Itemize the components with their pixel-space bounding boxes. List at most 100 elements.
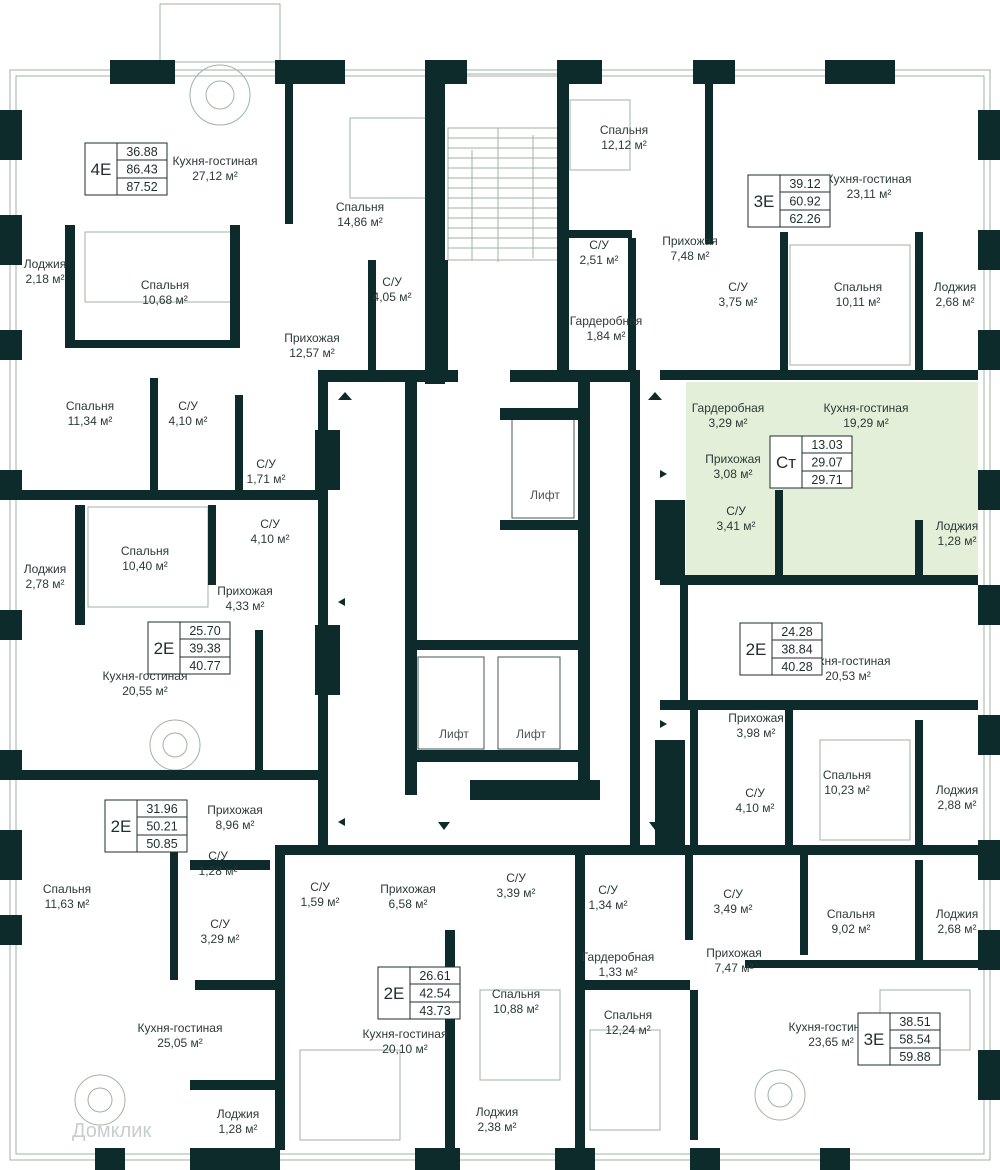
- apartment-area-value: 40.77: [189, 659, 220, 673]
- room-label: С/У1,71 м²: [247, 457, 286, 486]
- apartment-area-value: 40.28: [781, 660, 812, 674]
- room-label: С/У3,75 м²: [719, 280, 758, 309]
- room-name: Кухня-гостиная: [806, 654, 891, 668]
- room-name: С/У: [178, 399, 198, 413]
- room-area: 3,49 м²: [714, 902, 753, 916]
- room-area: 1,59 м²: [301, 895, 340, 909]
- room-name: Прихожая: [380, 882, 436, 896]
- room-name: Гардеробная: [582, 950, 655, 964]
- room-area: 2,68 м²: [936, 295, 975, 309]
- room-name: С/У: [260, 517, 280, 531]
- direction-arrows: [338, 392, 667, 830]
- room-area: 4,05 м²: [373, 290, 412, 304]
- apartment-area-value: 24.28: [781, 625, 812, 639]
- room-area: 7,48 м²: [671, 249, 710, 263]
- apartment-area-value: 50.21: [146, 820, 177, 834]
- room-area: 10,88 м²: [493, 1002, 539, 1016]
- room-name: Спальня: [66, 399, 114, 413]
- room-label: С/У1,28 м²: [199, 849, 238, 878]
- lift-labels: Лифт Лифт Лифт: [439, 488, 560, 741]
- room-area: 20,55 м²: [122, 684, 168, 698]
- apartment-type: 4E: [91, 160, 112, 179]
- room-label: С/У3,41 м²: [717, 504, 756, 533]
- room-area: 10,11 м²: [836, 295, 881, 309]
- room-name: Спальня: [827, 907, 875, 921]
- room-name: Спальня: [604, 1008, 652, 1022]
- room-name: Спальня: [141, 278, 189, 292]
- room-name: Прихожая: [217, 584, 273, 598]
- apartment-area-value: 87.52: [126, 180, 157, 194]
- apartment-area-value: 50.85: [146, 837, 177, 851]
- room-name: Кухня-гостиная: [827, 172, 912, 186]
- room-area: 9,02 м²: [832, 922, 871, 936]
- room-name: Прихожая: [207, 803, 263, 817]
- room-label: С/У2,51 м²: [580, 238, 619, 267]
- apartment-type: 2E: [154, 639, 175, 658]
- room-area: 3,29 м²: [709, 416, 748, 430]
- room-name: Лоджия: [936, 783, 979, 797]
- room-area: 1,28 м²: [199, 864, 238, 878]
- room-area: 3,98 м²: [737, 726, 776, 740]
- room-name: Кухня-гостиная: [789, 1020, 874, 1034]
- room-area: 12,57 м²: [289, 346, 335, 360]
- room-label: С/У4,10 м²: [251, 517, 290, 546]
- apartment-type: 3E: [754, 192, 775, 211]
- watermark: Домклик: [72, 1120, 151, 1142]
- room-area: 12,12 м²: [601, 138, 647, 152]
- room-area: 3,41 м²: [717, 519, 756, 533]
- room-area: 25,05 м²: [157, 1036, 203, 1050]
- room-area: 4,10 м²: [736, 801, 775, 815]
- room-area: 1,84 м²: [587, 329, 626, 343]
- room-area: 4,10 м²: [251, 532, 290, 546]
- room-area: 2,51 м²: [580, 253, 619, 267]
- room-label: С/У4,10 м²: [169, 399, 208, 428]
- room-name: Лоджия: [217, 1107, 260, 1121]
- room-name: Прихожая: [705, 452, 761, 466]
- room-name: С/У: [382, 275, 402, 289]
- apartment-area-value: 42.54: [419, 987, 450, 1001]
- room-area: 12,24 м²: [605, 1023, 651, 1037]
- apartment-area-value: 29.71: [811, 473, 842, 487]
- room-area: 6,58 м²: [389, 897, 428, 911]
- room-area: 10,23 м²: [824, 783, 870, 797]
- room-name: С/У: [210, 917, 230, 931]
- room-name: Спальня: [336, 200, 384, 214]
- room-area: 2,68 м²: [938, 922, 977, 936]
- room-name: С/У: [598, 883, 618, 897]
- room-name: С/У: [745, 786, 765, 800]
- room-area: 1,28 м²: [938, 534, 977, 548]
- room-area: 10,40 м²: [122, 559, 168, 573]
- room-name: С/У: [256, 457, 276, 471]
- room-area: 11,34 м²: [68, 414, 113, 428]
- apartment-area-value: 25.70: [189, 624, 220, 638]
- apartment-type: 2E: [384, 984, 405, 1003]
- room-name: Лоджия: [24, 257, 67, 271]
- room-area: 2,88 м²: [938, 798, 977, 812]
- room-name: Спальня: [43, 882, 91, 896]
- apartment-type: 3E: [864, 1030, 885, 1049]
- room-name: С/У: [589, 238, 609, 252]
